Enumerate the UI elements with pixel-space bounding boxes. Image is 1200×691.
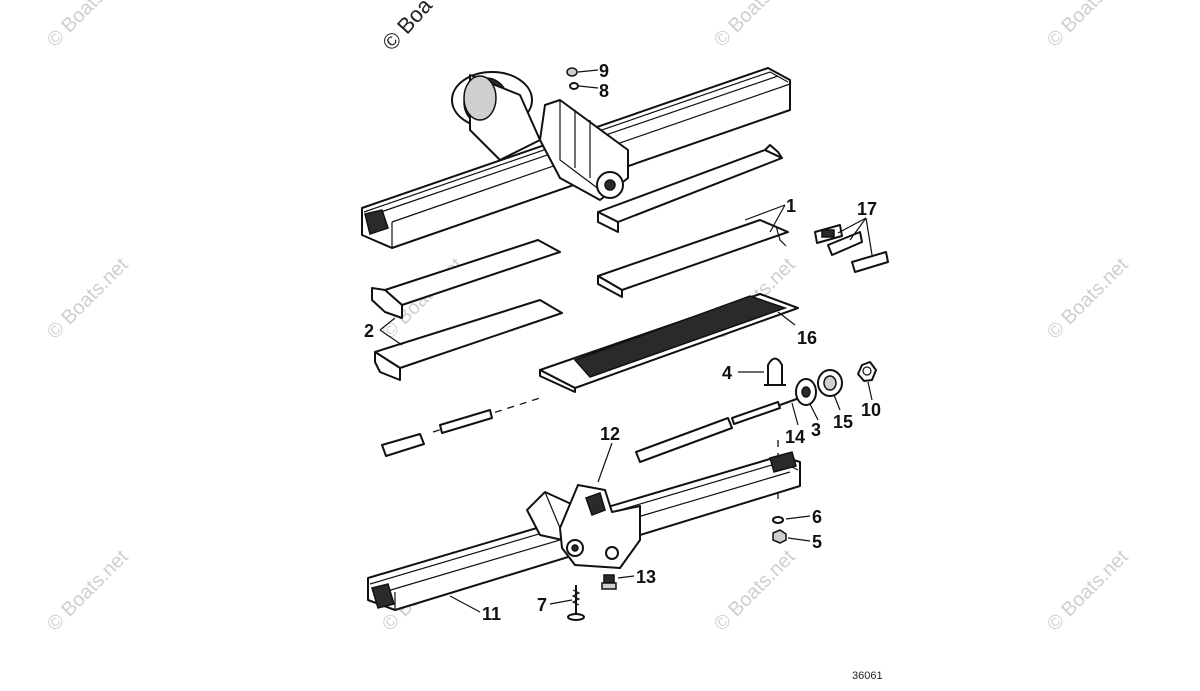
bolt-13 xyxy=(601,574,617,590)
callout-10: 10 xyxy=(861,400,881,420)
leader-lines xyxy=(379,69,873,613)
callout-12: 12 xyxy=(600,424,620,444)
washer-6 xyxy=(772,516,784,524)
carpet-pad-16 xyxy=(539,293,799,393)
watermark: © Boats.net xyxy=(43,254,133,344)
callout-2: 2 xyxy=(364,321,374,341)
cap-nut-10 xyxy=(857,361,877,382)
watermark: © Boats.net xyxy=(710,0,800,52)
figure-number: 36061 xyxy=(852,670,883,682)
watermark: © Boats.net xyxy=(710,546,800,636)
callout-8: 8 xyxy=(599,81,609,101)
callout-7: 7 xyxy=(537,595,547,615)
nut-9 xyxy=(566,67,578,77)
washer-3 xyxy=(795,378,817,406)
u-bolt-4 xyxy=(764,357,786,386)
pad-2-lower xyxy=(374,299,563,381)
callout-16: 16 xyxy=(797,328,817,348)
callout-5: 5 xyxy=(812,532,822,552)
callout-17: 17 xyxy=(857,199,877,219)
roller-bracket-12 xyxy=(526,484,641,569)
callout-1: 1 xyxy=(786,196,796,216)
callout-4: 4 xyxy=(722,363,732,383)
watermark: © Boats.net xyxy=(1043,254,1133,344)
shaft-parts xyxy=(381,395,806,463)
upper-rail-assembly xyxy=(361,67,791,249)
watermark: © Boats.net xyxy=(43,546,133,636)
nut-5 xyxy=(772,529,787,544)
nut-15 xyxy=(817,369,843,397)
callout-15: 15 xyxy=(833,412,853,432)
washer-8 xyxy=(569,82,579,90)
callout-14: 14 xyxy=(785,427,805,447)
watermark: © Boats.net xyxy=(43,0,133,52)
callout-11: 11 xyxy=(482,604,501,624)
pad-2-upper xyxy=(371,239,561,319)
pad-1-upper xyxy=(597,144,783,233)
watermark-top: © Boa xyxy=(377,0,437,55)
watermark: © Boats.net xyxy=(1043,546,1133,636)
callout-6: 6 xyxy=(812,507,822,527)
callout-9: 9 xyxy=(599,61,609,81)
watermark: © Boats.net xyxy=(1043,0,1133,52)
bolt-7 xyxy=(567,585,585,621)
pad-1-lower xyxy=(597,219,789,298)
callout-3: 3 xyxy=(811,420,821,440)
callout-13: 13 xyxy=(636,567,656,587)
clip-17 xyxy=(814,224,889,273)
callouts: 9 8 1 17 2 16 4 10 15 3 14 12 6 5 13 7 1… xyxy=(364,61,881,624)
